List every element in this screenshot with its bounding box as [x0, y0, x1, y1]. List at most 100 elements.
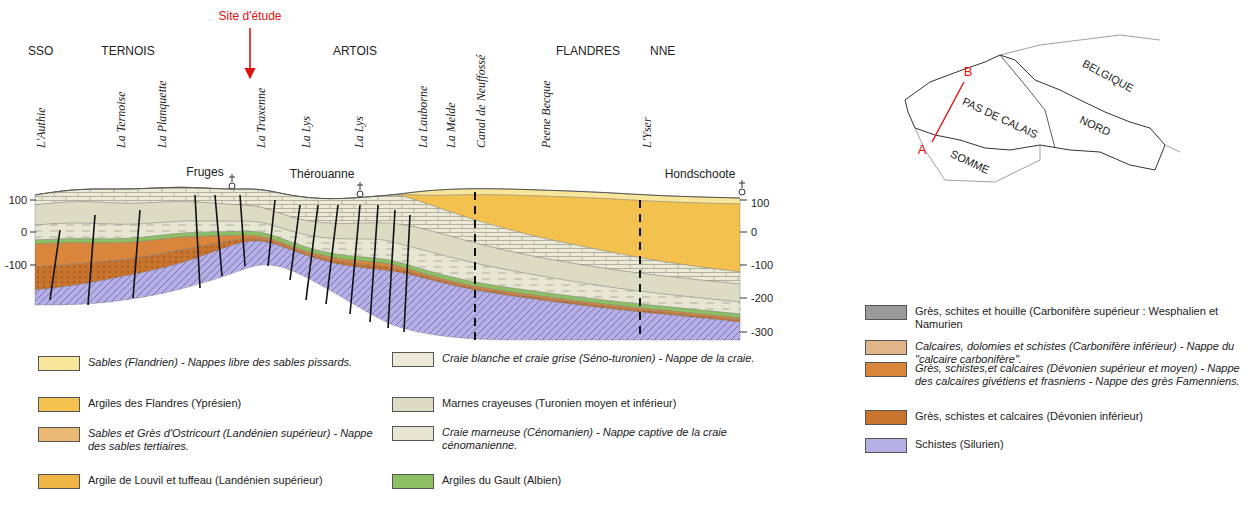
town-name: Thérouanne — [290, 168, 355, 182]
axis-tick — [740, 332, 747, 333]
location-map — [905, 35, 1180, 182]
legend-swatch — [865, 410, 907, 425]
legend-swatch — [392, 474, 434, 489]
region-name: ARTOIS — [333, 45, 377, 59]
fault-line — [350, 205, 360, 314]
ground-surface — [35, 187, 740, 198]
legend-item: Argile de Louvil et tuffeau (Landénien s… — [38, 474, 388, 487]
legend-item: Sables et Grès d'Ostricourt (Landénien s… — [38, 427, 378, 453]
river-name: La Lauborne — [417, 86, 431, 148]
direction-label: SSO — [28, 45, 53, 59]
site-label: Site d'étude — [218, 10, 281, 24]
legend-swatch — [865, 340, 907, 355]
fault-line — [306, 205, 318, 300]
axis-value: -300 — [751, 326, 773, 339]
river-name: La Melde — [445, 102, 459, 148]
legend-swatch — [392, 397, 434, 412]
legend-item: Grès, schistes,et calcaires (Dévonien su… — [865, 362, 1255, 388]
legend-item: Craie blanche et craie grise (Séno-turon… — [392, 352, 772, 365]
legend-text: Craie blanche et craie grise (Séno-turon… — [442, 352, 772, 365]
legend-swatch — [38, 427, 80, 442]
town-marker — [739, 189, 745, 195]
axis-tick — [740, 265, 747, 266]
legend-item: Marnes crayeuses (Turonien moyen et infé… — [392, 397, 772, 410]
river-name: La Lys — [353, 116, 367, 148]
river-name: La Planquette — [156, 80, 170, 148]
legend-item: Schistes (Silurien) — [865, 438, 1255, 451]
fault-line — [268, 200, 275, 266]
axis-tick — [30, 200, 36, 201]
fault-line — [133, 210, 140, 298]
legend-swatch — [38, 356, 80, 371]
river-name: Canal de Neuffossé — [475, 55, 489, 148]
region-name: TERNOIS — [101, 45, 154, 59]
river-name: Peene Becque — [540, 80, 554, 148]
fault-line — [215, 195, 222, 276]
axis-value: -100 — [5, 259, 27, 272]
fault-line — [370, 205, 378, 322]
legend-swatch — [392, 352, 434, 367]
fault-line — [88, 215, 95, 305]
axis-tick — [30, 265, 36, 266]
river-name: La Lys — [300, 116, 314, 148]
axis-tick — [30, 232, 36, 233]
legend-item: Argiles des Flandres (Yprésien) — [38, 397, 388, 410]
legend-text: Sables et Grès d'Ostricourt (Landénien s… — [88, 427, 378, 453]
town-cross — [357, 182, 363, 190]
axis-value: -100 — [751, 259, 773, 272]
river-name: L'Yser — [641, 117, 655, 148]
direction-label: NNE — [650, 45, 675, 59]
axis-value: 100 — [9, 194, 27, 207]
legend-item: Argiles du Gault (Albien) — [392, 474, 772, 487]
department-name: SOMME — [948, 147, 991, 176]
dashed-marker — [474, 192, 476, 340]
legend-text: Marnes crayeuses (Turonien moyen et infé… — [442, 397, 772, 410]
section-end: B — [964, 65, 973, 80]
legend-item: Sables (Flandrien) - Nappes libre des sa… — [38, 356, 388, 369]
legend-swatch — [865, 305, 907, 320]
town-cross — [739, 180, 745, 188]
fault-line — [195, 195, 200, 288]
legend-text: Craie marneuse (Cénomanien) - Nappe capt… — [442, 426, 772, 452]
legend-text: Argiles du Gault (Albien) — [442, 474, 772, 487]
fault-line — [326, 205, 338, 304]
legend-swatch — [392, 426, 434, 441]
river-name: L'Authie — [35, 107, 49, 148]
town-cross — [229, 174, 235, 182]
dashed-marker — [639, 200, 641, 340]
fault-line — [388, 210, 395, 328]
legend-text: Argiles des Flandres (Yprésien) — [88, 397, 388, 410]
river-name: La Ternoise — [115, 91, 129, 148]
legend-text: Sables (Flandrien) - Nappes libre des sa… — [88, 356, 388, 369]
axis-tick — [740, 298, 747, 299]
town-name: Hondschoote — [665, 168, 736, 182]
axis-value: 100 — [751, 197, 769, 210]
legend-text: Grès, schistes et calcaires (Dévonien in… — [915, 410, 1255, 423]
legend-text: Grès, schites et houille (Carbonifère su… — [915, 305, 1255, 331]
town-name: Fruges — [186, 166, 223, 180]
section-end: A — [918, 143, 927, 158]
legend-item: Grès, schistes et calcaires (Dévonien in… — [865, 410, 1255, 423]
legend-text: Schistes (Silurien) — [915, 438, 1255, 451]
region-name: FLANDRES — [556, 45, 620, 59]
river-name: La Traxenne — [255, 88, 269, 148]
fault-line — [240, 195, 245, 266]
town-marker — [229, 183, 235, 189]
axis-tick — [740, 200, 747, 201]
town-marker — [357, 191, 363, 197]
legend-item: Grès, schites et houille (Carbonifère su… — [865, 305, 1255, 331]
legend-text: Argile de Louvil et tuffeau (Landénien s… — [88, 474, 388, 487]
country-name: BELGIQUE — [1080, 57, 1136, 95]
axis-tick — [740, 232, 747, 233]
axis-value: 0 — [21, 226, 27, 239]
legend-item: Craie marneuse (Cénomanien) - Nappe capt… — [392, 426, 772, 452]
legend-swatch — [865, 438, 907, 453]
site-arrow — [249, 28, 251, 78]
legend-text: Grès, schistes,et calcaires (Dévonien su… — [915, 362, 1255, 388]
fault-line — [50, 230, 60, 300]
axis-value: -200 — [751, 292, 773, 305]
legend-swatch — [865, 362, 907, 377]
fault-line — [404, 215, 410, 332]
legend-swatch — [38, 474, 80, 489]
legend-swatch — [38, 397, 80, 412]
